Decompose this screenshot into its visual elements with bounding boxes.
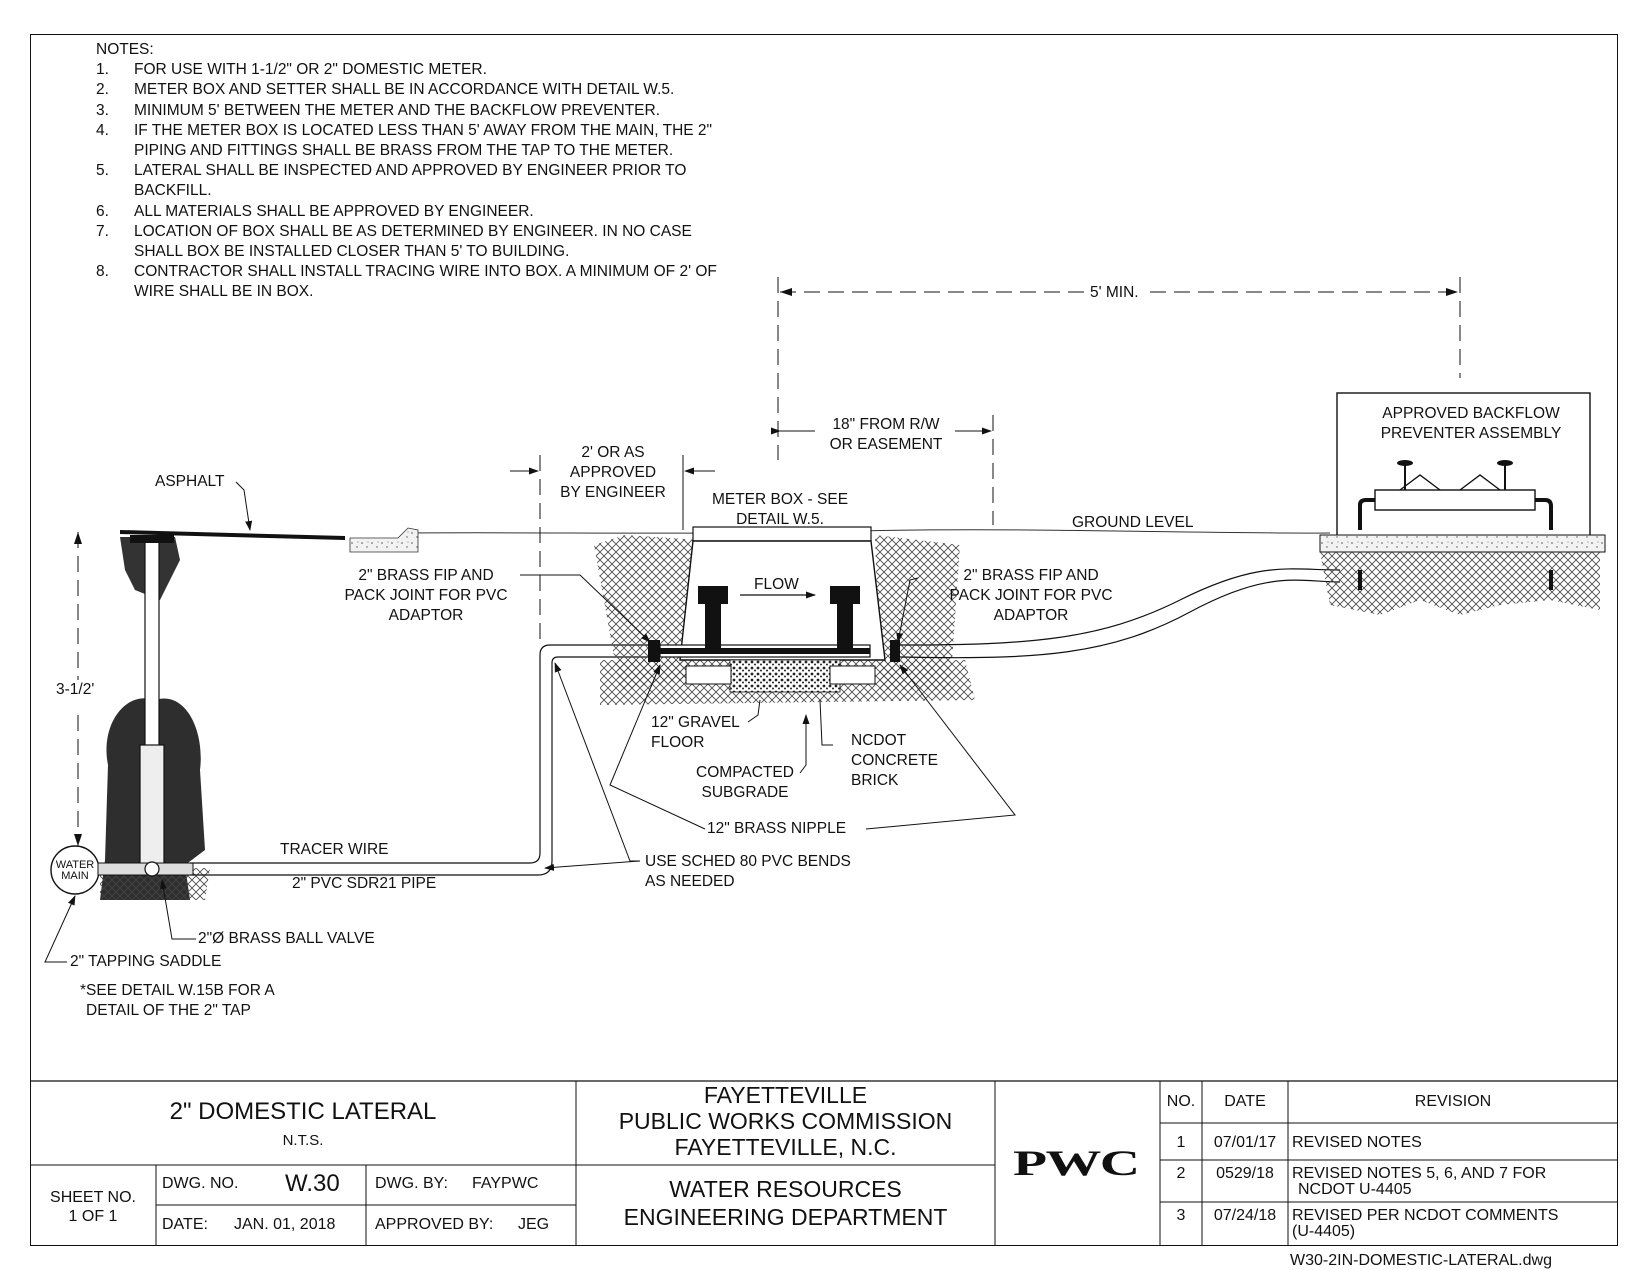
- flow-label: FLOW: [754, 576, 799, 593]
- rev-row-date: 07/01/17: [1213, 1134, 1277, 1151]
- depth-dim-label: 3-1/2': [56, 681, 95, 698]
- note-item: 5.LATERAL SHALL BE INSPECTED AND APPROVE…: [96, 162, 687, 200]
- rev-header-no: NO.: [1166, 1093, 1196, 1110]
- notes-block: NOTES: 1.FOR USE WITH 1-1/2" OR 2" DOMES…: [96, 40, 734, 303]
- dwg-by-value: FAYPWC: [472, 1175, 539, 1192]
- rev-row-no: 2: [1176, 1165, 1186, 1182]
- rev-row-no: 1: [1176, 1134, 1186, 1151]
- note-item: 3.MINIMUM 5' BETWEEN THE METER AND THE B…: [96, 101, 661, 119]
- date-label: DATE:: [162, 1216, 208, 1233]
- rev-header-date: DATE: [1224, 1093, 1266, 1110]
- note-item: 6.ALL MATERIALS SHALL BE APPROVED BY ENG…: [96, 202, 534, 220]
- scale-label: N.T.S.: [282, 1132, 324, 1149]
- tracer-wire-label: TRACER WIRE: [280, 841, 389, 858]
- note-item: 8.CONTRACTOR SHALL INSTALL TRACING WIRE …: [96, 263, 717, 301]
- note-item: 1.FOR USE WITH 1-1/2" OR 2" DOMESTIC MET…: [96, 61, 487, 79]
- note-item: 2.METER BOX AND SETTER SHALL BE IN ACCOR…: [96, 81, 675, 99]
- note-item: 4.IF THE METER BOX IS LOCATED LESS THAN …: [96, 121, 713, 160]
- pwc-logo: PWC: [1013, 1143, 1140, 1183]
- tapping-saddle-label: 2" TAPPING SADDLE: [70, 953, 222, 970]
- date-value: JAN. 01, 2018: [234, 1216, 336, 1233]
- drawing-border: [30, 34, 1618, 1246]
- ball-valve-label: 2"Ø BRASS BALL VALVE: [198, 930, 375, 947]
- rev-row-date: 0529/18: [1216, 1165, 1274, 1182]
- rev-row-text: REVISED PER NCDOT COMMENTS(U-4405): [1292, 1207, 1559, 1240]
- rev-row-no: 3: [1176, 1207, 1186, 1224]
- asphalt-label: ASPHALT: [155, 473, 225, 490]
- dwg-by-label: DWG. BY:: [375, 1175, 448, 1192]
- dim-5-min: 5' MIN.: [1088, 283, 1141, 303]
- sheet-number: SHEET NO.1 OF 1: [50, 1189, 136, 1225]
- ground-level-label: GROUND LEVEL: [1072, 514, 1194, 531]
- rev-header-revision: REVISION: [1414, 1093, 1492, 1110]
- dwg-no-label: DWG. NO.: [162, 1175, 239, 1192]
- approved-by-value: JEG: [518, 1216, 550, 1233]
- rev-row-date: 07/24/18: [1213, 1207, 1277, 1224]
- approved-by-label: APPROVED BY:: [375, 1216, 494, 1233]
- note-item: 7.LOCATION OF BOX SHALL BE AS DETERMINED…: [96, 222, 692, 261]
- pvc-pipe-label: 2" PVC SDR21 PIPE: [292, 875, 437, 892]
- file-name: W30-2IN-DOMESTIC-LATERAL.dwg: [1290, 1252, 1552, 1269]
- drawing-title: 2" DOMESTIC LATERAL: [169, 1098, 437, 1125]
- dwg-no-value: W.30: [285, 1170, 340, 1197]
- notes-heading: NOTES:: [96, 41, 154, 58]
- rev-row-text: REVISED NOTES: [1292, 1134, 1422, 1151]
- nipple-label: 12" BRASS NIPPLE: [707, 820, 847, 837]
